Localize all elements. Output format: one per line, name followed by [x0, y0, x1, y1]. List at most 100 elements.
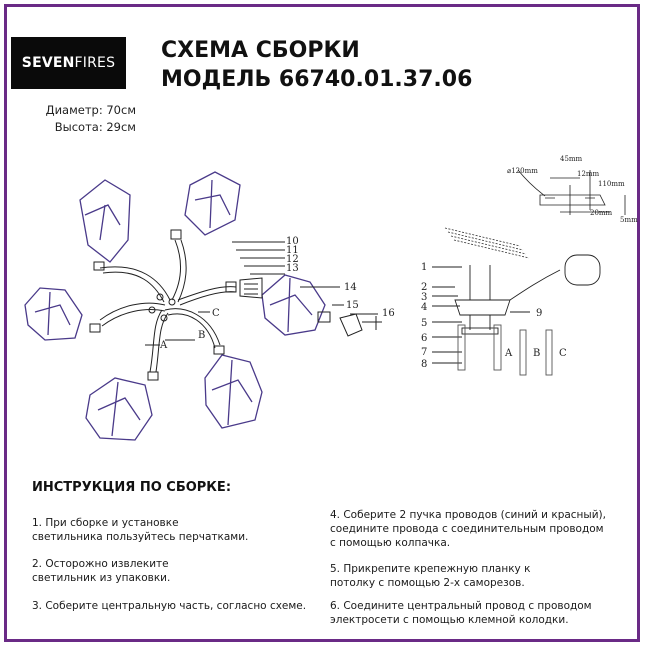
rod-label-b: B	[533, 348, 540, 359]
mount-screw	[469, 265, 491, 300]
step-2-line-2: светильник из упаковки.	[32, 572, 171, 584]
page-frame	[4, 4, 640, 642]
title-line-2: МОДЕЛЬ 66740.01.37.06	[161, 67, 473, 92]
dim-110: 110mm	[598, 180, 625, 188]
connector-block	[461, 327, 499, 335]
lamp-holder	[89, 323, 101, 333]
callout-16: 16	[382, 308, 395, 319]
dim-12: 12mm	[577, 170, 600, 178]
step-4-line-3: с помощью колпачка.	[330, 537, 451, 549]
lamp-holder	[93, 261, 105, 271]
rod-a	[519, 329, 527, 376]
assembly-diagram: 10 11 12 13 14 15 16 A B C ⌀120mm 45mm 1…	[24, 155, 638, 441]
callout-9: 9	[536, 308, 542, 319]
specs-block: Диаметр: 70см Высота: 29см	[24, 102, 136, 136]
arm-joint	[168, 298, 176, 306]
callout-6: 6	[421, 333, 427, 344]
step-5-line-1: 5. Прикрепите крепежную планку к	[330, 563, 531, 575]
shade-facet	[211, 359, 253, 426]
step-2: 2. Осторожно извлеките светильник из упа…	[32, 557, 170, 585]
wire-cap-detail	[564, 254, 601, 286]
rod-label-a: A	[504, 348, 513, 359]
lamp-holder	[213, 345, 225, 355]
callout-8: 8	[421, 359, 427, 370]
callout-15: 15	[346, 300, 359, 311]
step-3-line-1: 3. Соберите центральную часть, согласно …	[32, 600, 307, 612]
canopy	[454, 299, 511, 316]
spec-height: Высота: 29см	[54, 120, 136, 134]
dim-45: 45mm	[560, 155, 583, 163]
glass-shade	[261, 274, 326, 336]
mount-side-view	[432, 254, 601, 376]
arm-curve	[102, 271, 165, 303]
step-4-line-1: 4. Соберите 2 пучка проводов (синий и кр…	[330, 509, 606, 521]
wire-lead	[509, 269, 561, 301]
callout-14: 14	[344, 282, 357, 293]
socket-assembly	[239, 277, 263, 299]
brand-part-1: SEVEN	[21, 55, 75, 71]
step-3: 3. Соберите центральную часть, согласно …	[32, 599, 306, 613]
callout-1: 1	[421, 262, 427, 273]
step-1-line-2: светильника пользуйтесь перчатками.	[32, 531, 249, 543]
dimension-lines	[550, 170, 626, 215]
title-line-1: СХЕМА СБОРКИ	[161, 38, 360, 63]
side-leaders	[432, 266, 530, 364]
arm-curve	[149, 309, 163, 373]
lamp-holder	[170, 229, 182, 240]
arm-curve	[155, 312, 169, 373]
glass-shade	[79, 179, 131, 263]
callout-4: 4	[421, 302, 427, 313]
callout-11: 11	[286, 245, 299, 256]
arm-curve	[167, 313, 216, 349]
shade-facet	[269, 277, 313, 333]
callout-leaders	[300, 286, 378, 315]
instructions-heading: ИНСТРУКЦИЯ ПО СБОРКЕ:	[32, 480, 232, 495]
bracket-detail	[517, 169, 626, 215]
dim-20: 20mm	[590, 209, 613, 217]
dim-diameter: ⌀120mm	[507, 167, 538, 175]
callout-13: 13	[286, 263, 299, 274]
step-4-line-2: соедините провода с соединительным прово…	[330, 523, 604, 535]
arm-label-b: B	[198, 330, 205, 341]
lamp-bulb	[339, 313, 363, 337]
step-2-line-1: 2. Осторожно извлеките	[32, 558, 169, 570]
glass-shade	[184, 171, 241, 236]
step-6: 6. Соедините центральный провод с провод…	[330, 599, 592, 627]
rod-label-c: C	[559, 348, 567, 359]
callout-3: 3	[421, 292, 427, 303]
arm-curve	[177, 286, 237, 301]
page-title: СХЕМА СБОРКИ МОДЕЛЬ 66740.01.37.06	[161, 36, 472, 94]
rod-stack	[493, 324, 502, 371]
step-6-line-2: электросети с помощью клемной колодки.	[330, 614, 569, 626]
arm-curve	[99, 302, 166, 321]
rod-b	[545, 329, 553, 376]
screws	[444, 227, 530, 259]
callout-10: 10	[286, 236, 299, 247]
callout-2: 2	[421, 282, 427, 293]
center-rod	[469, 315, 491, 330]
lamp-holder	[225, 281, 237, 293]
shade-facet	[97, 381, 141, 437]
arm-curve	[171, 239, 181, 301]
lamp-holder	[147, 371, 159, 381]
socket-thread	[244, 283, 258, 295]
step-5: 5. Прикрепите крепежную планку к потолку…	[330, 562, 530, 590]
rod-stack	[457, 324, 466, 371]
spec-diameter: Диаметр: 70см	[45, 103, 136, 117]
step-1-line-1: 1. При сборке и установке	[32, 517, 179, 529]
callout-7: 7	[421, 347, 427, 358]
arm-curve	[177, 239, 187, 303]
shade-facet	[34, 291, 71, 336]
step-4: 4. Соберите 2 пучка проводов (синий и кр…	[330, 508, 606, 550]
shade-facet	[84, 204, 121, 241]
callout-12: 12	[286, 254, 299, 265]
bulb-base	[317, 311, 331, 323]
arm-curve	[164, 308, 221, 346]
arm-label-c: C	[212, 308, 220, 319]
dim-5: 5mm	[620, 216, 638, 224]
glass-shade	[24, 287, 83, 341]
dimension-lines	[517, 169, 546, 197]
step-6-line-1: 6. Соедините центральный провод с провод…	[330, 600, 592, 612]
callout-leaders	[232, 241, 285, 275]
